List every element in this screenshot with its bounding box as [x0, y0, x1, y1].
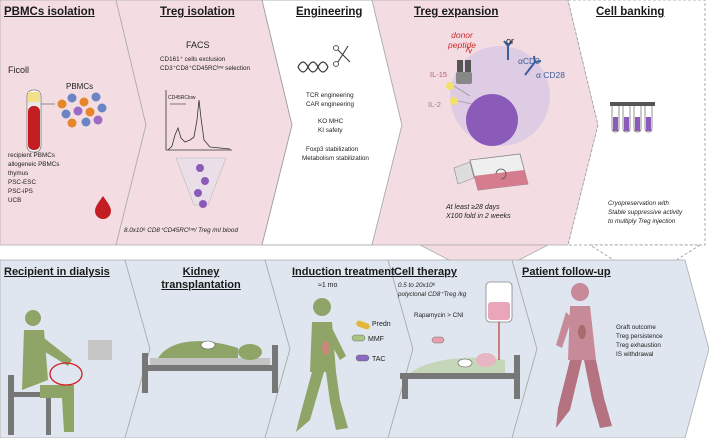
pbmc-source-2: thymus	[8, 170, 29, 177]
facs-histogram	[165, 90, 232, 151]
antibody-icons	[503, 40, 542, 76]
treg-isolation-title: Treg isolation	[160, 6, 235, 18]
rapamycin-switch: Rapamycin > CNI	[414, 312, 464, 319]
banking-title: Cell banking	[596, 6, 665, 18]
expansion-note-1: X100 fold in 2 weeks	[446, 213, 511, 220]
pbmc-source-0: recipient PBMCs	[8, 152, 55, 159]
eng-line-0: TCR engineering	[306, 92, 354, 99]
pbmc-cells	[57, 92, 107, 128]
culture-flask-icon	[453, 153, 529, 191]
donor-peptide-label: donor peptide	[448, 30, 476, 50]
treg-yield: 8.0x10⁶ CD8⁺CD45RCˡᵒʷ/ Treg /ml blood	[124, 227, 238, 234]
followup-patient-figure	[556, 283, 612, 428]
induction-title: Induction treatment	[292, 266, 395, 278]
il15-label: IL-15	[430, 70, 448, 79]
therapy-title: Cell therapy	[394, 266, 457, 278]
panel-recipient-dialysis	[0, 259, 151, 438]
walking-patient-figure	[296, 298, 348, 432]
pbmc-source-1: allogeneic PBMCs	[8, 161, 60, 168]
expanding-treg-cell	[450, 46, 550, 146]
followup-line-1: Treg persistence	[616, 333, 663, 340]
dialysis-title: Recipient in dialysis	[4, 266, 110, 278]
pbmcs-label: PBMCs	[66, 82, 94, 91]
infusion-bed	[400, 353, 520, 399]
il2-label: IL-2	[428, 100, 441, 109]
cd3-selection: CD3⁺CD8⁺CD45RCˡᵒʷ selection	[160, 65, 251, 72]
acd3-label: αCD3	[518, 56, 540, 66]
eng-line-5: Metabolism stabilization	[302, 155, 369, 162]
dna-scissors-icon	[297, 45, 351, 73]
ficoll-label: Ficoll	[8, 65, 30, 75]
kidney-title: Kidney transplantation	[161, 266, 241, 291]
rapamycin-pill-icon	[431, 336, 445, 344]
cryo-tubes	[610, 102, 655, 133]
eng-line-1: CAR engineering	[306, 101, 354, 108]
drug-tac: TAC	[372, 356, 386, 363]
sorting-funnel	[175, 157, 227, 208]
histogram-gate-label: CD45RClow	[168, 95, 196, 101]
iv-bag-icon	[485, 281, 513, 360]
therapy-dose-0: 0.5 to 20x10⁶	[398, 282, 436, 289]
panel-followup	[511, 259, 709, 438]
facs-label: FACS	[186, 40, 210, 50]
expansion-title: Treg expansion	[414, 6, 499, 18]
ficoll-tube	[26, 89, 55, 153]
followup-line-3: IS withdrawal	[616, 351, 654, 358]
eng-line-3: KI safety	[318, 127, 343, 134]
pbmc-title: PBMCs isolation	[4, 6, 95, 18]
acd28-label: α CD28	[536, 70, 566, 80]
cd161-exclusion: CD161⁺ cells exclusion	[160, 56, 226, 63]
apc-receptor-icon	[456, 45, 473, 84]
drug-mmf: MMF	[368, 336, 384, 343]
expansion-note-0: At least ≥28 days	[446, 204, 500, 211]
eng-line-4: Foxp3 stabilization	[306, 146, 359, 153]
banking-note-2: to multiply Treg injection	[608, 218, 676, 225]
transplant-bed	[142, 340, 278, 393]
engineering-title: Engineering	[296, 6, 363, 18]
pbmc-source-4: PSC-iPS	[8, 188, 33, 195]
or-label: or	[506, 36, 515, 46]
pill-icons	[351, 320, 370, 362]
followup-line-0: Graft outcome	[616, 324, 656, 331]
drug-predn: Predn	[372, 321, 391, 328]
therapy-dose-1: polyclonal CD8⁺Treg /kg	[398, 291, 467, 298]
eng-line-2: KO MHC	[318, 118, 344, 125]
pbmc-source-3: PSC-ESC	[8, 179, 36, 186]
blood-drop-icon	[95, 196, 111, 219]
pbmc-source-5: UCB	[8, 197, 22, 204]
seated-patient-figure	[8, 310, 112, 435]
banking-note-1: Stable suppressive activity	[608, 209, 683, 216]
cytokine-icons	[446, 82, 473, 105]
induction-duration: ≈1 mo	[318, 282, 338, 289]
followup-line-2: Treg exhaustion	[616, 342, 661, 349]
followup-title: Patient follow-up	[522, 266, 611, 278]
banking-note-0: Cryopreservation with	[608, 200, 669, 207]
